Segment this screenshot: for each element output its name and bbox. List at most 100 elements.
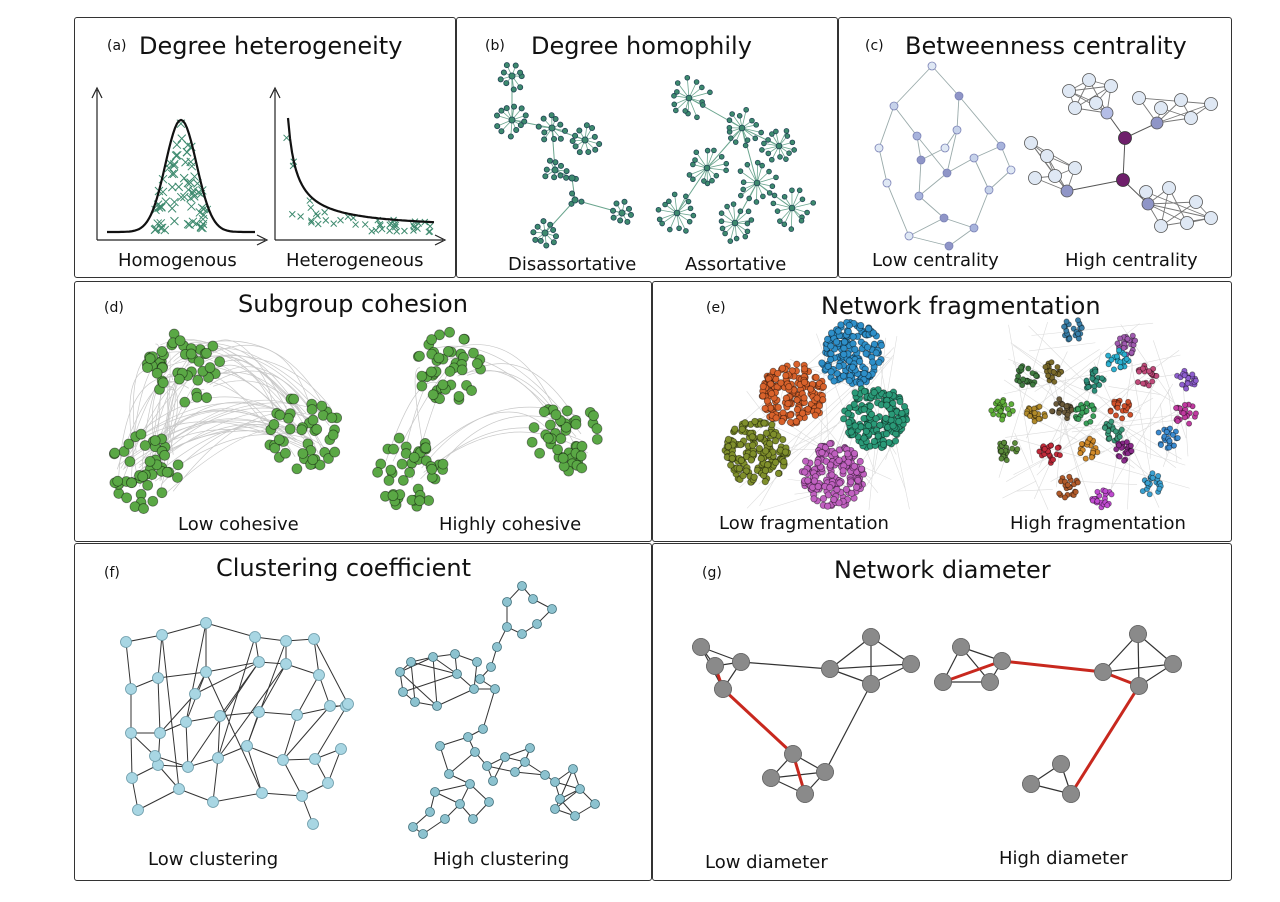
caption-right: Highly cohesive (439, 514, 582, 535)
cluster-node (193, 356, 205, 367)
cluster-node (1009, 407, 1016, 414)
cluster-node (1049, 408, 1056, 415)
cluster-node (307, 414, 319, 426)
node (528, 594, 538, 604)
node (969, 223, 979, 233)
leaf-node (686, 218, 693, 225)
node (882, 178, 892, 188)
leaf-node (507, 133, 514, 140)
leaf-node (740, 186, 746, 193)
cluster-node (1064, 481, 1071, 488)
edge (1147, 203, 1188, 224)
edge (399, 656, 434, 673)
node (1040, 149, 1054, 163)
hub-node (551, 166, 559, 174)
leaf-node (673, 107, 679, 114)
node (1089, 96, 1103, 110)
hub-node (508, 116, 516, 124)
cluster-node (793, 405, 801, 414)
node (173, 783, 185, 795)
scatter-mark (156, 223, 166, 233)
node (425, 807, 435, 817)
cluster-node (1066, 473, 1073, 480)
scatter-mark (410, 223, 418, 231)
leaf-node (777, 218, 783, 224)
leaf-node (773, 174, 779, 181)
cluster-node (845, 418, 853, 427)
cluster-node (560, 421, 572, 433)
edge (918, 172, 948, 197)
cluster-node (1047, 442, 1054, 449)
edge (956, 95, 960, 131)
node (1141, 197, 1155, 211)
cluster-node (174, 335, 186, 346)
cluster-node (849, 333, 857, 341)
leaf-node (610, 214, 617, 221)
cluster-node (845, 357, 853, 365)
cluster-node (1128, 349, 1135, 356)
caption-right: Assortative (685, 254, 787, 275)
leaf-node (718, 218, 725, 225)
leaf-node (591, 133, 598, 140)
hub-node (568, 174, 576, 182)
cluster-node (1020, 376, 1027, 383)
cluster-node (782, 371, 790, 380)
cluster-node (387, 490, 399, 502)
cluster-node (437, 379, 449, 391)
cluster-node (156, 487, 168, 499)
cluster-node (1114, 340, 1121, 347)
edge (423, 431, 589, 473)
cluster-node (1091, 387, 1098, 394)
edge (1147, 201, 1197, 205)
cluster-node (147, 495, 159, 507)
cluster-node (323, 453, 334, 464)
leaf-node (713, 172, 720, 179)
cluster-node (291, 463, 303, 475)
node (862, 628, 880, 646)
leaf-node (585, 148, 592, 155)
edge (948, 227, 975, 247)
leaf-node (727, 238, 734, 244)
panel-title: Network fragmentation (821, 292, 1101, 320)
edge (1028, 325, 1115, 412)
cluster-node (821, 443, 830, 452)
cluster-node (1054, 444, 1061, 451)
centrality-networks (874, 61, 1218, 251)
node (944, 241, 954, 251)
node (470, 747, 480, 757)
cluster-node (124, 456, 136, 467)
cluster-node (1083, 407, 1090, 414)
cluster-node (1116, 433, 1123, 440)
leaf-node (551, 174, 558, 181)
cluster-node (1136, 368, 1143, 375)
leaf-node (773, 128, 779, 135)
scatter-mark (288, 210, 296, 218)
edge (886, 182, 910, 237)
cluster-node (383, 475, 395, 486)
cluster-node (844, 450, 852, 458)
leaf-node (789, 187, 795, 194)
node (152, 672, 164, 684)
cluster-node (840, 344, 848, 352)
scatter-mark (378, 225, 386, 233)
node (410, 697, 420, 707)
edge (746, 391, 766, 416)
cluster-node (1083, 377, 1090, 384)
leaf-node (766, 190, 773, 196)
panel-title: Network diameter (834, 556, 1051, 584)
edge (258, 663, 287, 713)
node (993, 652, 1011, 670)
edge (791, 202, 814, 209)
cluster-node (135, 428, 147, 440)
edge (741, 127, 758, 184)
cluster-node (1056, 396, 1063, 403)
cluster-node (874, 432, 882, 440)
cluster-node (759, 382, 767, 391)
cluster-node (850, 400, 858, 408)
cluster-node (1078, 324, 1085, 331)
leaf-node (737, 208, 744, 215)
cluster-node (1134, 379, 1141, 386)
cluster-node (735, 464, 743, 473)
panel-degree-homophily: (b) Degree homophily Disassortative Asso… (456, 17, 838, 278)
leaf-node (497, 76, 504, 83)
